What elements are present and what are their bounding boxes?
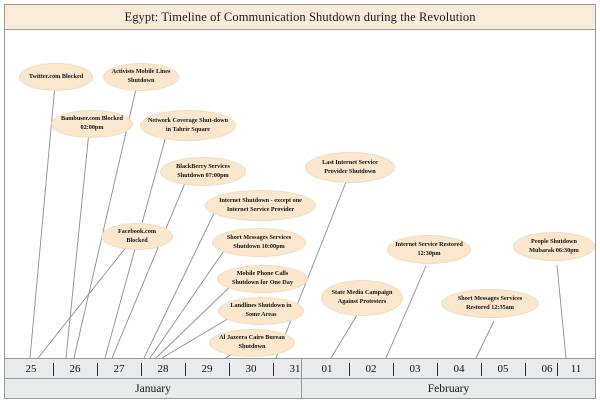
axis-tick bbox=[557, 363, 558, 376]
axis-day-label: 11 bbox=[570, 362, 582, 375]
axis-day-label: 03 bbox=[409, 362, 421, 375]
event-label: Network Coverage Shut-down in Tahrir Squ… bbox=[147, 116, 229, 133]
axis-day-25[interactable]: 25 bbox=[11, 359, 51, 378]
event-node-activists-mobile-lines[interactable]: Activists Mobile Lines Shutdown bbox=[103, 63, 179, 91]
axis-day-02[interactable]: 02 bbox=[351, 359, 391, 378]
event-label: People Shutdown Mubarak 06:30pm bbox=[529, 237, 579, 254]
axis-day-label: 06 bbox=[541, 362, 553, 375]
axis-tick bbox=[185, 363, 186, 376]
axis-day-label: 29 bbox=[201, 362, 213, 375]
axis-tick bbox=[53, 363, 54, 376]
event-node-aljazeera-bureau-shutdown[interactable]: Al Jazeera Cairo Bureau Shutdown bbox=[209, 329, 295, 357]
event-node-mobile-calls-shutdown[interactable]: Mobile Phone Calls Shutdown for One Day bbox=[217, 265, 308, 293]
axis-day-label: 02 bbox=[365, 362, 377, 375]
axis-day-label: 30 bbox=[245, 362, 257, 375]
axis-tick bbox=[481, 363, 482, 376]
event-node-sms-shutdown[interactable]: Short Messages Services Shutdown 10:00pm bbox=[212, 228, 306, 257]
axis-day-30[interactable]: 30 bbox=[231, 359, 271, 378]
event-node-state-media-campaign[interactable]: State Media Campaign Against Protesters bbox=[321, 280, 403, 316]
event-label: Internet Shutdown - except one Internet … bbox=[219, 196, 302, 213]
axis-tick bbox=[525, 363, 526, 376]
axis-day-03[interactable]: 03 bbox=[395, 359, 435, 378]
axis-month-february[interactable]: February bbox=[302, 379, 595, 398]
event-node-landlines-shutdown[interactable]: Landlines Shutdown in Some Areas bbox=[218, 297, 304, 325]
axis-day-label: 27 bbox=[113, 362, 125, 375]
event-label: Activists Mobile Lines Shutdown bbox=[111, 68, 171, 84]
event-label: Last Internet Service Provider Shutdown bbox=[322, 158, 378, 175]
axis-day-label: 28 bbox=[157, 362, 169, 375]
axis-day-label: 04 bbox=[453, 362, 465, 375]
event-node-last-isp-shutdown[interactable]: Last Internet Service Provider Shutdown bbox=[305, 152, 395, 183]
event-node-network-coverage-tahrir[interactable]: Network Coverage Shut-down in Tahrir Squ… bbox=[140, 110, 236, 141]
axis-day-label: 31 bbox=[289, 362, 301, 375]
timeline-axis: 25 26 27 28 29 30 31 bbox=[4, 358, 596, 399]
axis-day-05[interactable]: 05 bbox=[483, 359, 523, 378]
axis-month-label: January bbox=[135, 382, 171, 395]
event-node-people-shutdown-mubarak[interactable]: People Shutdown Mubarak 06:30pm bbox=[513, 232, 595, 261]
axis-day-26[interactable]: 26 bbox=[55, 359, 95, 378]
event-label: Landlines Shutdown in Some Areas bbox=[230, 302, 292, 318]
axis-month-january[interactable]: January bbox=[5, 379, 302, 398]
event-label: Twitter.com Blocked bbox=[28, 72, 84, 80]
event-node-sms-restored[interactable]: Short Messages Services Restored 12:35am bbox=[441, 289, 539, 318]
axis-day-11[interactable]: 11 bbox=[557, 359, 595, 378]
axis-day-04[interactable]: 04 bbox=[439, 359, 479, 378]
axis-tick bbox=[393, 363, 394, 376]
plot-area: Twitter.com Blocked Activists Mobile Lin… bbox=[4, 30, 596, 360]
event-node-blackberry-shutdown[interactable]: BlackBerry Services Shutdown 07:00pm bbox=[160, 157, 246, 186]
axis-month-label: February bbox=[427, 382, 470, 395]
event-node-twitter-blocked[interactable]: Twitter.com Blocked bbox=[19, 63, 93, 91]
axis-day-label: 25 bbox=[25, 362, 37, 375]
axis-tick bbox=[349, 363, 350, 376]
axis-day-28[interactable]: 28 bbox=[143, 359, 183, 378]
event-node-facebook-blocked[interactable]: Facebook.com Blocked bbox=[101, 223, 173, 250]
page-title: Egypt: Timeline of Communication Shutdow… bbox=[124, 9, 476, 24]
axis-month-divider bbox=[301, 359, 302, 378]
event-label: Internet Service Restored 12:30pm bbox=[395, 240, 463, 257]
axis-tick bbox=[437, 363, 438, 376]
event-label: Short Messages Services Restored 12:35am bbox=[457, 294, 523, 311]
event-label: BlackBerry Services Shutdown 07:00pm bbox=[176, 162, 230, 179]
event-node-bambuser-blocked[interactable]: Bambuser.com Blocked 02:00pm bbox=[51, 110, 133, 138]
event-label: Al Jazeera Cairo Bureau Shutdown bbox=[219, 334, 285, 350]
axis-day-label: 26 bbox=[69, 362, 81, 375]
axis-day-29[interactable]: 29 bbox=[187, 359, 227, 378]
axis-day-01[interactable]: 01 bbox=[307, 359, 347, 378]
axis-tick bbox=[229, 363, 230, 376]
chart-title-bar: Egypt: Timeline of Communication Shutdow… bbox=[4, 4, 596, 30]
axis-day-label: 01 bbox=[321, 362, 333, 375]
event-label: Facebook.com Blocked bbox=[118, 227, 156, 244]
axis-tick bbox=[141, 363, 142, 376]
axis-day-06[interactable]: 06 bbox=[527, 359, 567, 378]
event-label: Short Messages Services Shutdown 10:00pm bbox=[226, 233, 292, 250]
axis-month-row: January February bbox=[4, 378, 596, 399]
axis-day-row: 25 26 27 28 29 30 31 bbox=[4, 358, 596, 379]
event-label: Bambuser.com Blocked 02:00pm bbox=[61, 115, 123, 131]
axis-tick bbox=[97, 363, 98, 376]
axis-day-31[interactable]: 31 bbox=[275, 359, 315, 378]
axis-day-label: 05 bbox=[497, 362, 509, 375]
event-label: State Media Campaign Against Protesters bbox=[331, 289, 393, 305]
event-node-internet-shutdown-except-one-isp[interactable]: Internet Shutdown - except one Internet … bbox=[205, 190, 316, 221]
event-label: Mobile Phone Calls Shutdown for One Day bbox=[232, 270, 293, 286]
axis-day-27[interactable]: 27 bbox=[99, 359, 139, 378]
event-node-internet-restored[interactable]: Internet Service Restored 12:30pm bbox=[387, 235, 471, 264]
axis-tick bbox=[273, 363, 274, 376]
